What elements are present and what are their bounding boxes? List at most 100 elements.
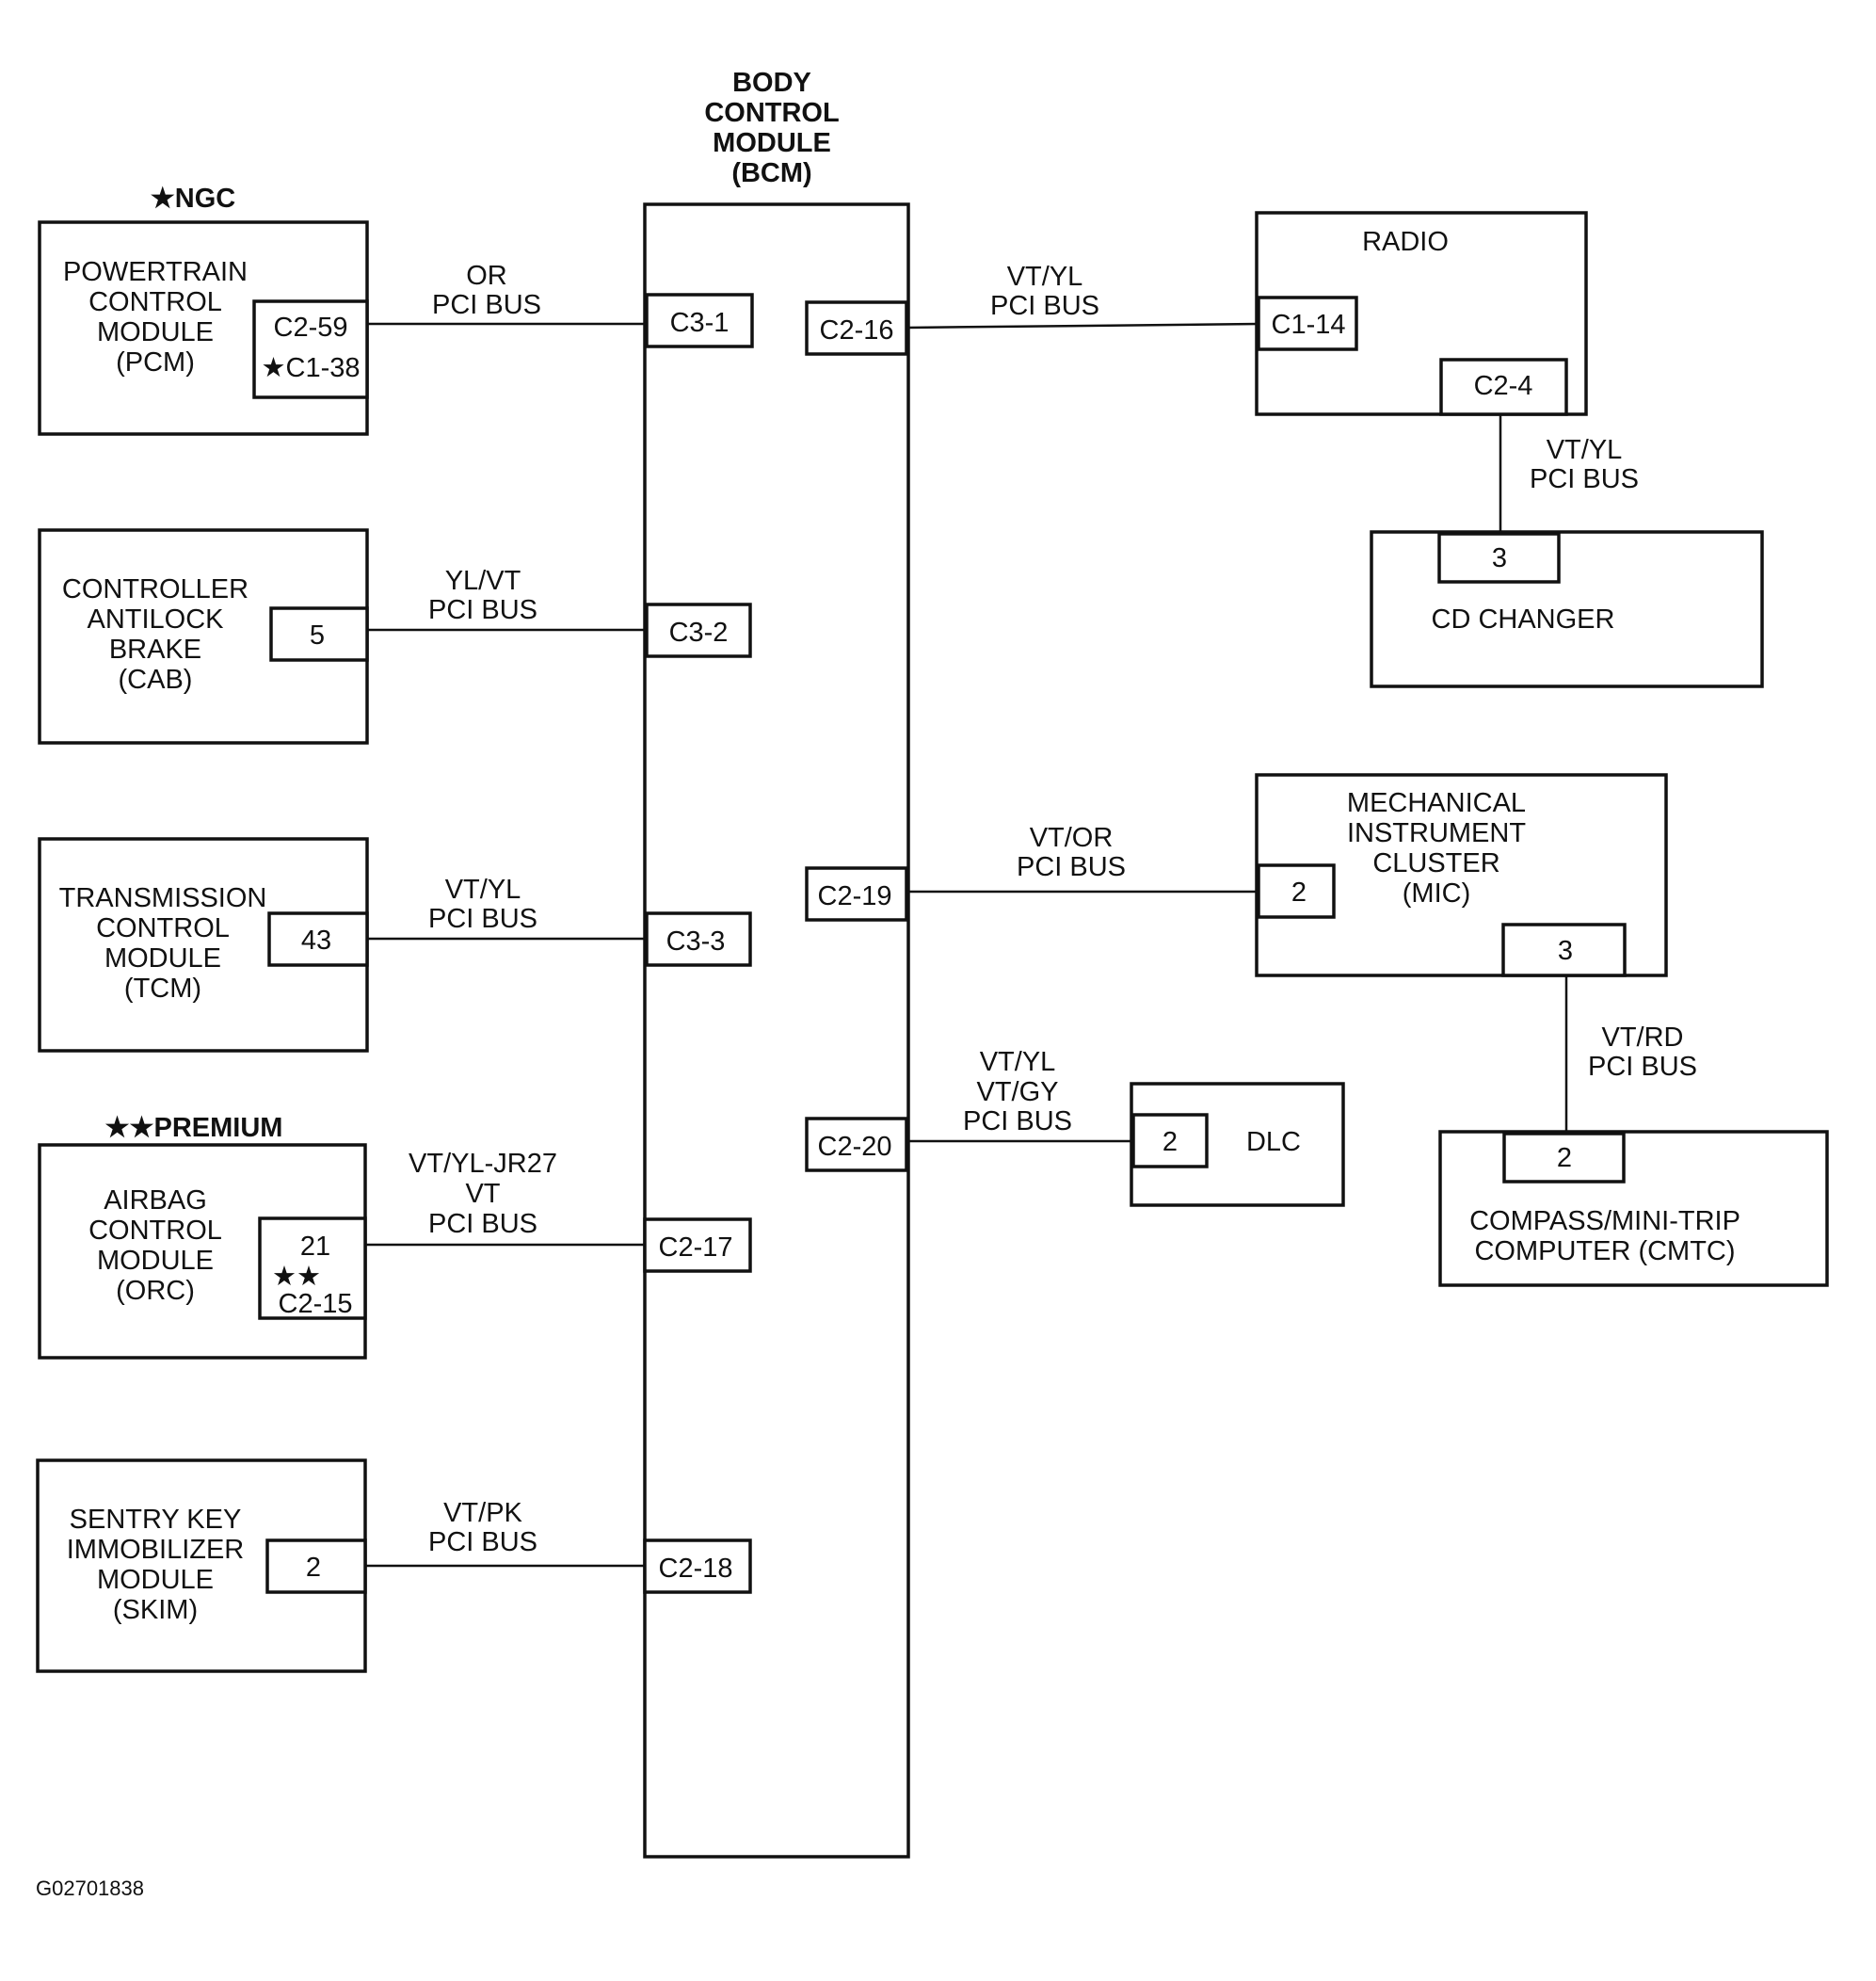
cab-pin-box [269,606,369,662]
mic-pin-3: 3 [1558,936,1573,966]
radio-pin-c1-14: C1-14 [1272,310,1346,340]
wire-orc-color-2: VT [465,1179,500,1209]
pcm-pin-c2-59: C2-59 [274,313,348,343]
cab-label-line-4: (CAB) [119,665,193,695]
pcm-pin-box [252,299,369,399]
tcm-module: TRANSMISSION CONTROL MODULE (TCM) 43 [38,837,369,1053]
orc-module: AIRBAG CONTROL MODULE (ORC) 21 ★★ C2-15 [38,1143,367,1360]
tcm-label-line-1: TRANSMISSION [59,883,267,913]
bcm-pin-c3-1: C3-1 [645,293,754,348]
tcm-label-line-2: CONTROL [96,913,230,943]
orc-pin-c2-15: C2-15 [279,1289,353,1319]
dlc-module-box [1130,1082,1345,1207]
wire-mic-bus: PCI BUS [1017,852,1126,882]
skim-label-line-2: IMMOBILIZER [67,1535,245,1565]
wire-cd-bus: PCI BUS [1530,464,1639,494]
ngc-note: ★NGC [151,184,235,214]
cmtc-pin-box [1502,1132,1626,1184]
cd-pin-3: 3 [1492,543,1507,573]
dlc-label: DLC [1246,1127,1301,1157]
mic-label-line-2: INSTRUMENT [1347,818,1526,848]
radio-module-box [1255,211,1588,416]
tcm-label-line-3: MODULE [104,943,221,974]
radio-pin-c1-14-box [1257,296,1358,351]
wire-skim-bus: PCI BUS [428,1527,537,1557]
wire-radio-color: VT/YL [1007,262,1083,292]
radio-label: RADIO [1362,227,1449,257]
wire-mic-color: VT/OR [1030,823,1114,853]
bcm-pin-c2-20-label: C2-20 [818,1132,892,1162]
wire-cmtc-color: VT/RD [1602,1023,1684,1053]
orc-pin-box [258,1216,367,1320]
tcm-pin-box [267,911,369,967]
bcm-pin-c2-19: C2-19 [805,866,908,922]
cd-changer-module: 3 CD CHANGER [1370,530,1764,688]
cab-pin-5: 5 [310,620,325,651]
wire-cab-bus: PCI BUS [428,595,537,625]
wire-radio-bus: PCI BUS [990,291,1099,321]
wire-cd-color: VT/YL [1547,435,1623,465]
skim-label-line-4: (SKIM) [113,1595,198,1625]
pcm-label-line-1: POWERTRAIN [63,257,248,287]
mic-label-line-1: MECHANICAL [1347,788,1526,818]
bcm-pin-c2-17-label: C2-17 [659,1232,733,1263]
mic-pin-3-box [1501,923,1627,977]
bcm-module-box [643,202,910,1859]
wire-orc-bus: PCI BUS [428,1209,537,1239]
dlc-pin-2: 2 [1162,1127,1178,1157]
mic-pin-2: 2 [1291,878,1307,908]
wire-dlc-bus: PCI BUS [963,1106,1072,1136]
mic-module-box [1255,773,1668,977]
wire-cmtc-bus: PCI BUS [1588,1052,1697,1082]
bcm-pin-c2-18: C2-18 [643,1538,752,1594]
mic-label-line-3: CLUSTER [1372,848,1499,878]
wire-bcm-radio [906,322,1259,330]
wire-tcm-bus: PCI BUS [428,904,537,934]
wire-skim-color: VT/PK [443,1498,522,1528]
figure-id: G02701838 [36,1876,144,1900]
bcm-title: BODY CONTROL MODULE (BCM) [704,68,839,188]
wire-tcm-color: VT/YL [445,875,521,905]
cab-label-line-3: BRAKE [109,635,201,665]
pcm-pin-c1-38: ★C1-38 [262,353,361,383]
cmtc-pin-2: 2 [1557,1143,1572,1173]
orc-label-line-3: MODULE [97,1246,214,1276]
cmtc-label-line-1: COMPASS/MINI-TRIP [1469,1206,1740,1236]
skim-label-line-1: SENTRY KEY [70,1505,242,1535]
bcm-pin-c3-3: C3-3 [645,911,752,967]
orc-label-line-4: (ORC) [116,1276,195,1306]
pcm-module: POWERTRAIN CONTROL MODULE (PCM) C2-59 ★C… [38,220,369,436]
mic-pin-2-box [1257,863,1336,919]
bcm-pin-c3-1-label: C3-1 [670,308,730,338]
cd-changer-module-box [1370,530,1764,688]
bcm-pin-c2-20: C2-20 [805,1117,908,1172]
dlc-pin-box [1131,1113,1209,1168]
dlc-module: 2 DLC [1130,1082,1345,1207]
cab-label-line-2: ANTILOCK [87,604,224,635]
cab-module: CONTROLLER ANTILOCK BRAKE (CAB) 5 [38,528,369,745]
bcm-title-line-4: (BCM) [731,158,811,188]
skim-label-line-3: MODULE [97,1565,214,1595]
cd-pin-box [1437,532,1561,584]
pcm-label-line-4: (PCM) [116,347,195,378]
pcm-label-line-3: MODULE [97,317,214,347]
bcm-title-line-1: BODY [732,68,811,98]
tcm-label-line-4: (TCM) [124,974,201,1004]
orc-pin-premium-mark: ★★ [272,1262,321,1292]
bcm-pin-c3-3-label: C3-3 [666,926,726,957]
orc-pin-21: 21 [300,1232,330,1262]
cd-changer-label: CD CHANGER [1432,604,1615,635]
radio-pin-c2-4: C2-4 [1474,371,1533,401]
bcm-title-line-3: MODULE [713,128,831,158]
wire-pcm-bus: PCI BUS [432,290,541,320]
bcm-pin-c2-19-label: C2-19 [818,881,892,911]
pcm-label-line-2: CONTROL [88,287,222,317]
cmtc-module-box [1438,1130,1829,1287]
bcm-pin-c3-2-label: C3-2 [669,618,729,648]
wire-orc-color-1: VT/YL-JR27 [409,1149,557,1179]
radio-pin-c2-4-box [1439,358,1568,416]
bcm-pin-c2-18-label: C2-18 [659,1554,733,1584]
bcm-pin-c2-16-label: C2-16 [820,315,894,346]
mic-module: MECHANICAL INSTRUMENT CLUSTER (MIC) 2 3 [1255,773,1668,977]
mic-label-line-4: (MIC) [1403,878,1470,909]
